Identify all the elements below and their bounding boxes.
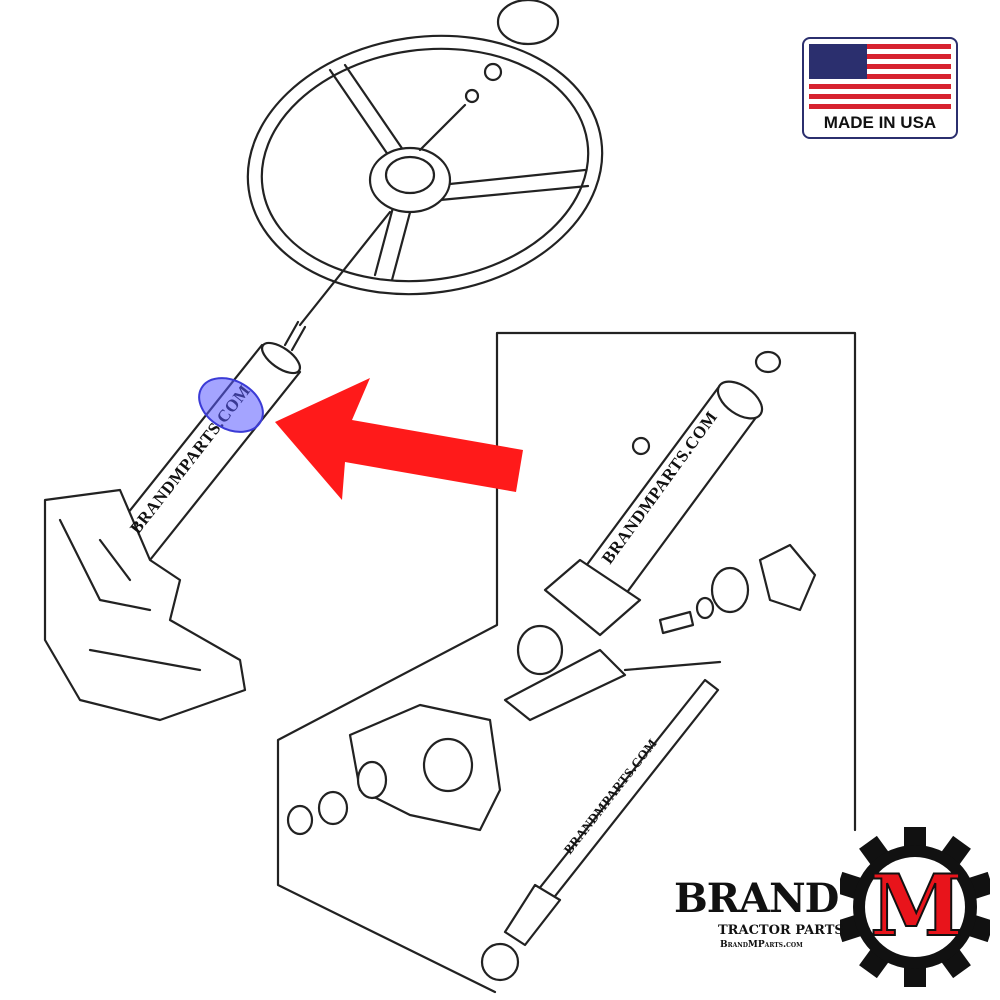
logo-url: BrandMParts.com <box>720 940 803 950</box>
flag-stripe <box>809 74 951 79</box>
flag-stripe <box>809 94 951 99</box>
logo-m-letter: M <box>869 856 964 955</box>
flag-stripe <box>809 54 951 59</box>
made-in-usa-text: MADE IN USA <box>823 113 937 132</box>
installed-steering-column: BRANDMPARTS.COM <box>43 320 307 722</box>
seal-highlight <box>198 377 264 433</box>
flag-stripe <box>809 84 951 89</box>
flag-stripe <box>809 44 951 49</box>
brand-m-logo: BRAND M TRACTOR PARTS BrandMParts.com <box>668 822 990 992</box>
gear-tooth <box>904 827 926 851</box>
red-arrow <box>275 378 523 500</box>
tube-label-shaft: BRANDMPARTS.COM <box>561 736 660 857</box>
steering-wheel <box>246 0 604 327</box>
made-in-usa-badge: MADE IN USA <box>802 37 958 139</box>
flag-stripe <box>809 104 951 109</box>
gear-tooth <box>904 963 926 987</box>
exploded-view-frame <box>276 331 857 994</box>
logo-brand-text: BRAND <box>674 875 839 922</box>
logo-tagline: TRACTOR PARTS <box>718 923 844 938</box>
gear-icon <box>840 827 990 987</box>
us-flag-icon <box>809 44 951 109</box>
flag-stripe <box>809 64 951 69</box>
